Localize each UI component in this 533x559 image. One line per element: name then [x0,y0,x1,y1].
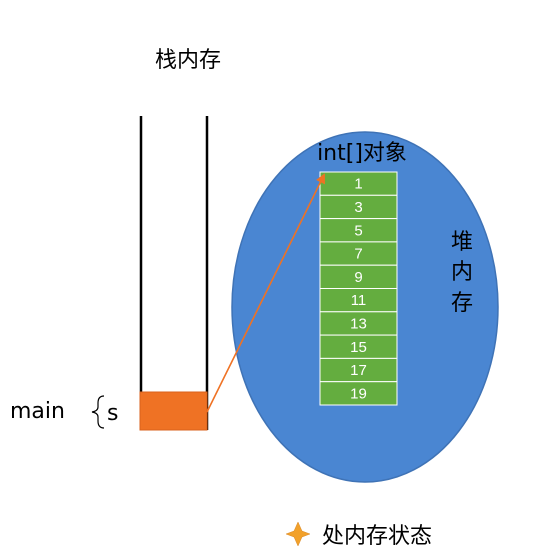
array-cell-value: 17 [350,362,367,379]
stack-title: 栈内存 [155,48,221,73]
star-icon [285,521,311,547]
heap-title-char-2: 内 [451,260,473,285]
reference-arrow [206,173,325,413]
heap-title-char-1: 堆 [451,230,473,255]
array-cell [319,381,398,406]
array-cell-value: 13 [350,315,367,332]
heap-title-char-3: 存 [451,291,473,316]
array-cell-value: 15 [350,339,367,356]
int-array-object-label: int[]对象 [317,141,407,166]
footer-caption: 处内存状态 [322,524,432,549]
array-cell-value: 11 [351,292,367,309]
curly-brace-icon [91,395,105,429]
reference-box [139,391,208,431]
main-frame-label: main [10,399,65,424]
array-cell-value: 1 [354,176,362,193]
array-cell-value: 3 [354,199,362,216]
array-cell-value: 19 [350,385,367,402]
variable-name: s [107,401,118,426]
array-cell-value: 5 [354,222,362,239]
array-cell-value: 9 [354,269,362,286]
array-cell-value: 7 [354,246,362,263]
